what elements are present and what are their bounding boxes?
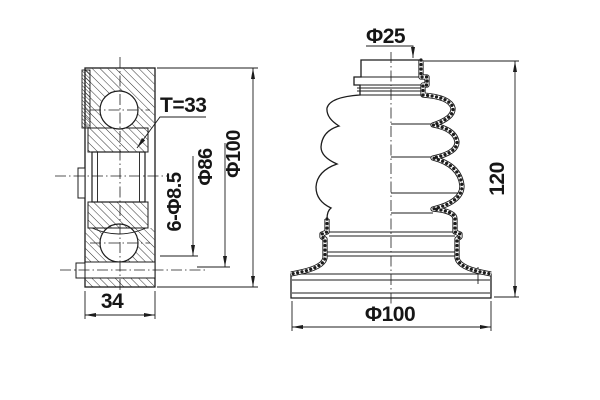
dim-phi25-label: Φ25 <box>366 25 406 48</box>
boot-sectioned-edge <box>289 58 493 277</box>
cv-joint-cross-section: T=33 6-Φ8.5 Φ86 Φ100 34 <box>55 57 258 319</box>
dim-120-label: 120 <box>486 162 509 196</box>
left-step-tab <box>77 167 86 199</box>
leader-phi25 <box>366 45 415 58</box>
dim-width-34-label: 34 <box>101 290 124 313</box>
cage-dish-arc <box>91 227 147 235</box>
spline-bore <box>91 151 146 203</box>
inner-race-lower-hatch <box>87 201 149 229</box>
dim-phi86-label: Φ86 <box>195 148 217 186</box>
flange-lug-tab <box>75 262 86 279</box>
dim-bolt-holes-label: 6-Φ8.5 <box>164 172 186 231</box>
dim-phi100-right-label: Φ100 <box>365 303 415 326</box>
leader-t33 <box>136 116 206 149</box>
boot-groove-strip <box>81 69 91 129</box>
dim-t33-label: T=33 <box>160 94 206 117</box>
inner-race-upper-hatch <box>87 127 149 153</box>
boot-left-outline <box>315 59 421 220</box>
cv-boot-profile: Φ25 120 Φ100 <box>289 25 519 331</box>
dim-phi100-left-label: Φ100 <box>223 130 245 178</box>
